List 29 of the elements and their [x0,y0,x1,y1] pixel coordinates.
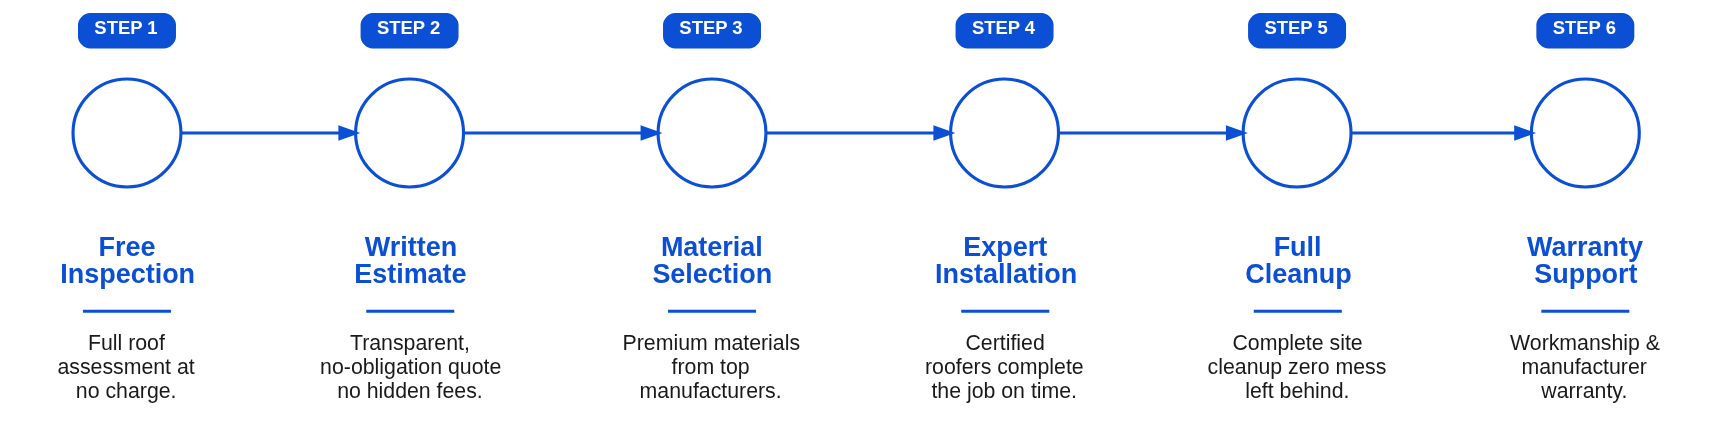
node-circle [353,77,465,189]
node-circle [656,77,768,189]
node-label: Certified roofers complete the job on time. [924,330,1084,403]
node-label: Full roof assessment at no charge. [56,330,195,403]
node-label: Material Selection [651,232,772,290]
node-box: STEP 2 [360,13,459,49]
node-circle [1241,77,1353,189]
node-label: Free Inspection [59,232,195,290]
arrow [463,125,662,141]
node-label: Premium materials from top manufacturers. [622,330,800,403]
arrow [180,125,360,141]
node-label: Full Cleanup [1244,232,1352,290]
node-circle [1529,77,1641,189]
node-label: Expert Installation [934,232,1077,290]
node-label: Workmanship & manufacturer warranty. [1509,330,1660,403]
node-circle [948,77,1060,189]
arrow [765,125,955,141]
node-label: Complete site cleanup zero mess left behind. [1207,330,1386,403]
node-box: STEP 3 [662,13,761,49]
arrow [1350,125,1536,141]
node-box: STEP 1 [77,13,176,49]
node-label: Warranty Support [1526,232,1643,290]
arrow [1058,125,1248,141]
node-label: Written Estimate [353,232,467,290]
node-box: STEP 4 [955,13,1054,49]
node-circle [70,77,182,189]
node-label: Transparent, no-obligation quote no hidden fees. [319,330,501,403]
node-box: STEP 5 [1247,13,1346,49]
node-box: STEP 6 [1535,13,1634,49]
